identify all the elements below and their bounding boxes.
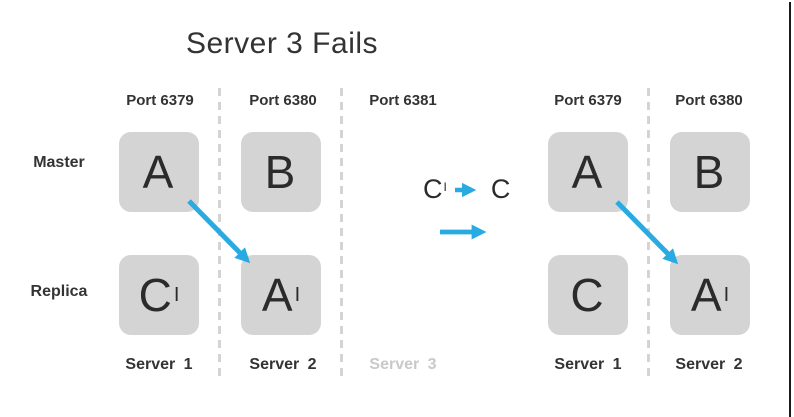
- node-letter: A: [142, 146, 174, 198]
- port-label: Port 6380: [249, 92, 317, 109]
- server-label: Server 2: [249, 356, 317, 373]
- port-label: Port 6380: [675, 92, 743, 109]
- node-letter: A: [571, 146, 603, 198]
- port-label: Port 6379: [126, 92, 194, 109]
- column-divider: [340, 88, 343, 376]
- column-divider: [647, 88, 650, 376]
- server-label: Server 1: [554, 356, 622, 373]
- node-box: A: [548, 132, 628, 212]
- node-letter: A: [261, 269, 293, 321]
- node-letter: B: [264, 146, 296, 198]
- diagram-title: Server 3 Fails: [185, 27, 379, 60]
- image-border-edge: [789, 2, 791, 417]
- transition-arrow-icon: [440, 224, 487, 240]
- promote-arrow-icon: [454, 182, 477, 197]
- promotion-note: CI C: [423, 174, 510, 205]
- node-letter: A: [690, 269, 722, 321]
- row-label-replica: Replica: [30, 283, 88, 300]
- node-box: C: [548, 255, 628, 335]
- column-divider: [218, 88, 221, 376]
- node-box: B: [670, 132, 750, 212]
- node-box: B: [241, 132, 321, 212]
- node-letter: B: [693, 146, 725, 198]
- node-letter: C: [138, 269, 172, 321]
- server-label: Server 1: [125, 356, 193, 373]
- failover-arrow-icon: [615, 200, 679, 265]
- row-label-master: Master: [33, 154, 85, 171]
- server-label-failed: Server 3: [369, 356, 437, 373]
- node-box: A: [119, 132, 199, 212]
- promotion-from: CI: [423, 174, 447, 204]
- prime-mark: I: [443, 179, 447, 194]
- port-label: Port 6381: [369, 92, 437, 109]
- node-letter: C: [570, 269, 604, 321]
- promotion-to: C: [490, 174, 511, 204]
- server-label: Server 2: [675, 356, 743, 373]
- port-label: Port 6379: [554, 92, 622, 109]
